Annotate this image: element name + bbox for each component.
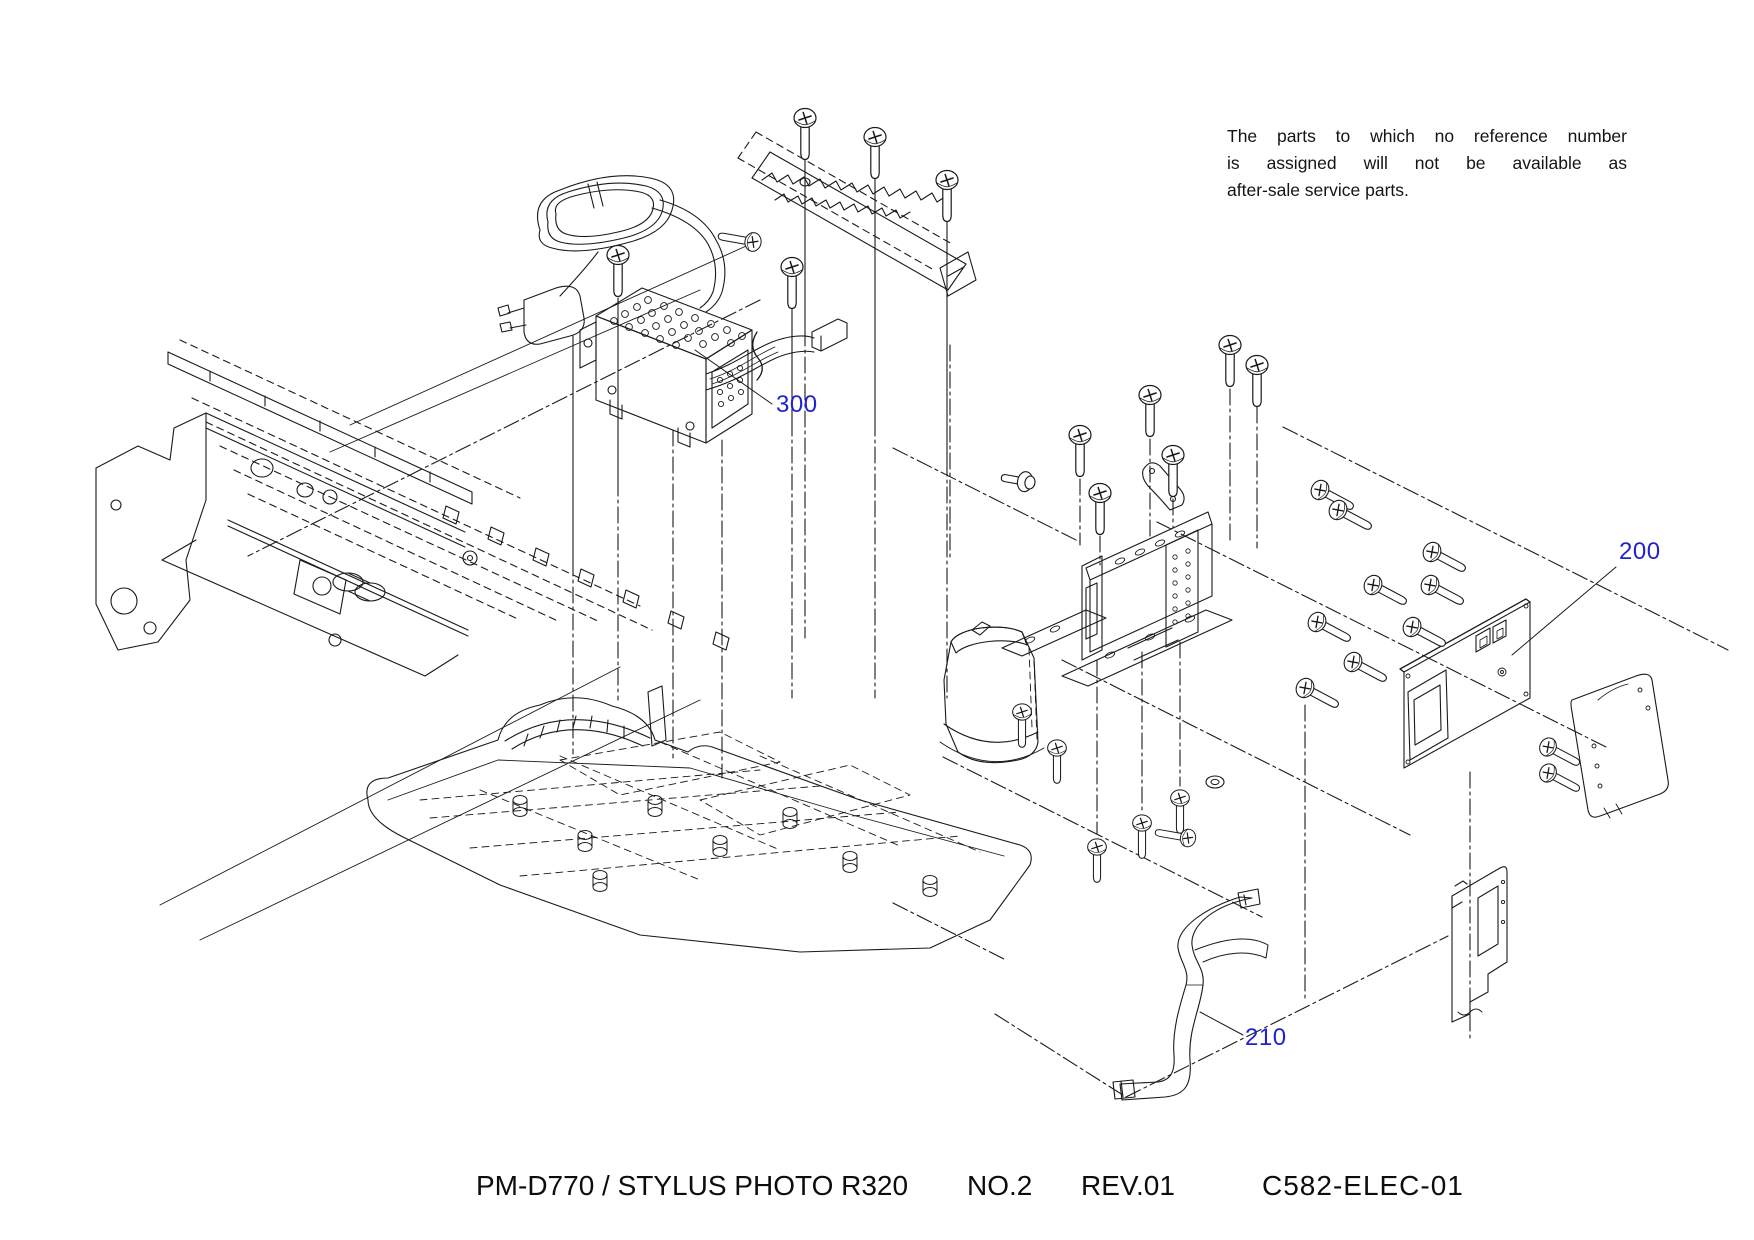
- screws: [606, 107, 1585, 883]
- document-code: C582-ELEC-01: [1262, 1170, 1464, 1201]
- shield-plate: [1570, 673, 1669, 819]
- service-note: The parts to which no reference number i…: [1227, 123, 1627, 204]
- lower-housing: [366, 685, 1032, 953]
- sheet-number: NO.2: [967, 1170, 1033, 1201]
- callout-leaders: [694, 349, 1617, 1036]
- panel-holder-cover: [939, 621, 1045, 764]
- callout-210: 210: [1245, 1024, 1287, 1051]
- board-bracket-assembly: [1001, 462, 1233, 687]
- service-note-line: The parts to which no reference number: [1227, 126, 1627, 146]
- power-supply-unit: [579, 287, 848, 448]
- callout-300: 300: [776, 391, 818, 418]
- model-name: PM-D770 / STYLUS PHOTO R320: [476, 1170, 909, 1201]
- service-note-line: is assigned will not be available as: [1227, 153, 1627, 173]
- grounding-plate: [737, 131, 977, 297]
- projection-lines: [159, 131, 1729, 1098]
- revision: REV.01: [1081, 1170, 1175, 1201]
- corner-bracket: [1451, 866, 1508, 1023]
- power-cord: [497, 175, 726, 345]
- callout-200: 200: [1619, 538, 1661, 565]
- title-block: PM-D770 / STYLUS PHOTO R320 NO.2 REV.01 …: [0, 1170, 1754, 1204]
- printer-mechanism: [95, 339, 730, 677]
- flat-cable: [1112, 888, 1269, 1101]
- main-board: [1399, 598, 1531, 769]
- service-note-line: after-sale service parts.: [1227, 180, 1409, 200]
